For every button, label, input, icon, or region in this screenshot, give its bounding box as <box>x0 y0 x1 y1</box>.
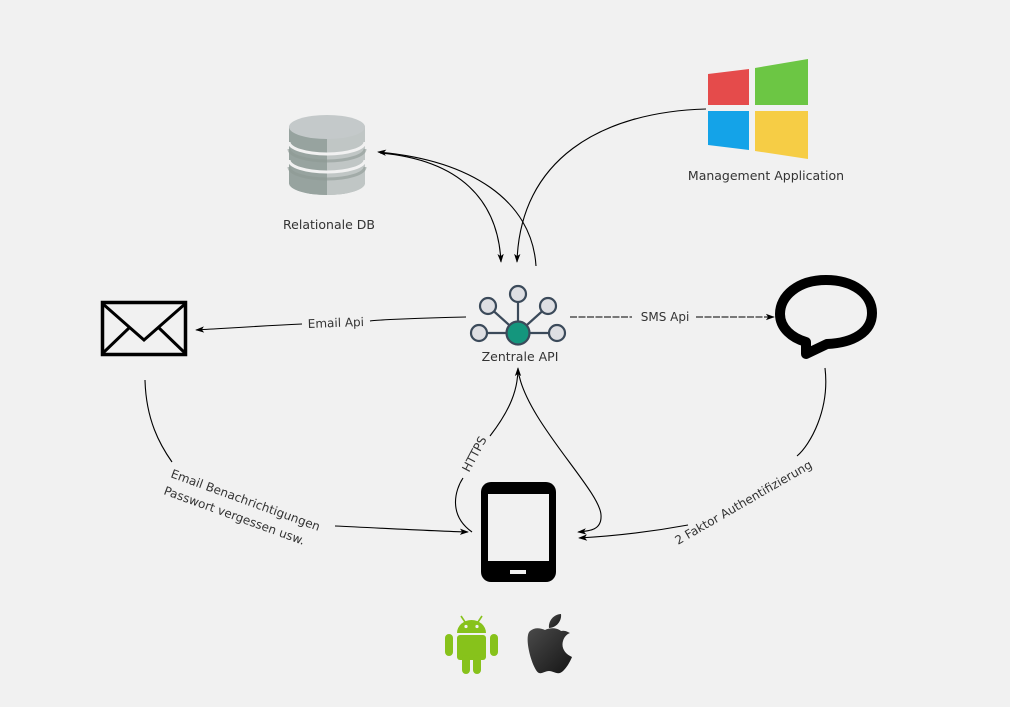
edge-api-to-email <box>369 316 467 322</box>
tablet-icon <box>481 482 556 582</box>
envelope-icon <box>100 300 188 357</box>
database-icon <box>287 115 367 195</box>
edge-sms-to-mobile <box>796 367 827 457</box>
database-label: Relationale DB <box>283 217 375 232</box>
android-logo-icon <box>445 615 498 674</box>
edge-mobile-to-api-https <box>455 477 473 533</box>
edge-api-to-db <box>377 149 537 267</box>
edge-api-to-mobile <box>517 369 602 535</box>
edge-mobile-to-api-https-2 <box>489 367 522 437</box>
edge-email-to-mobile-2 <box>334 525 469 535</box>
api-hub-icon <box>469 284 567 346</box>
edge-sms-to-mobile-2 <box>578 524 689 541</box>
speech-bubble-icon <box>775 275 877 359</box>
edge-api-to-email-2 <box>195 323 303 333</box>
edge-label-sms-api: SMS Api <box>641 310 690 324</box>
api-label: Zentrale API <box>482 349 559 364</box>
edge-management-to-api <box>514 108 707 263</box>
edge-label-https: HTTPS <box>459 434 489 474</box>
edge-label-email-api: Email Api <box>307 315 364 331</box>
management-label: Management Application <box>688 168 844 183</box>
edge-label-two-factor: 2 Faktor Authentifizierung <box>673 458 815 548</box>
apple-logo-icon <box>527 614 572 674</box>
edge-db-to-api <box>379 152 504 263</box>
edge-email-to-mobile <box>144 379 173 463</box>
windows-logo-icon <box>708 59 808 159</box>
